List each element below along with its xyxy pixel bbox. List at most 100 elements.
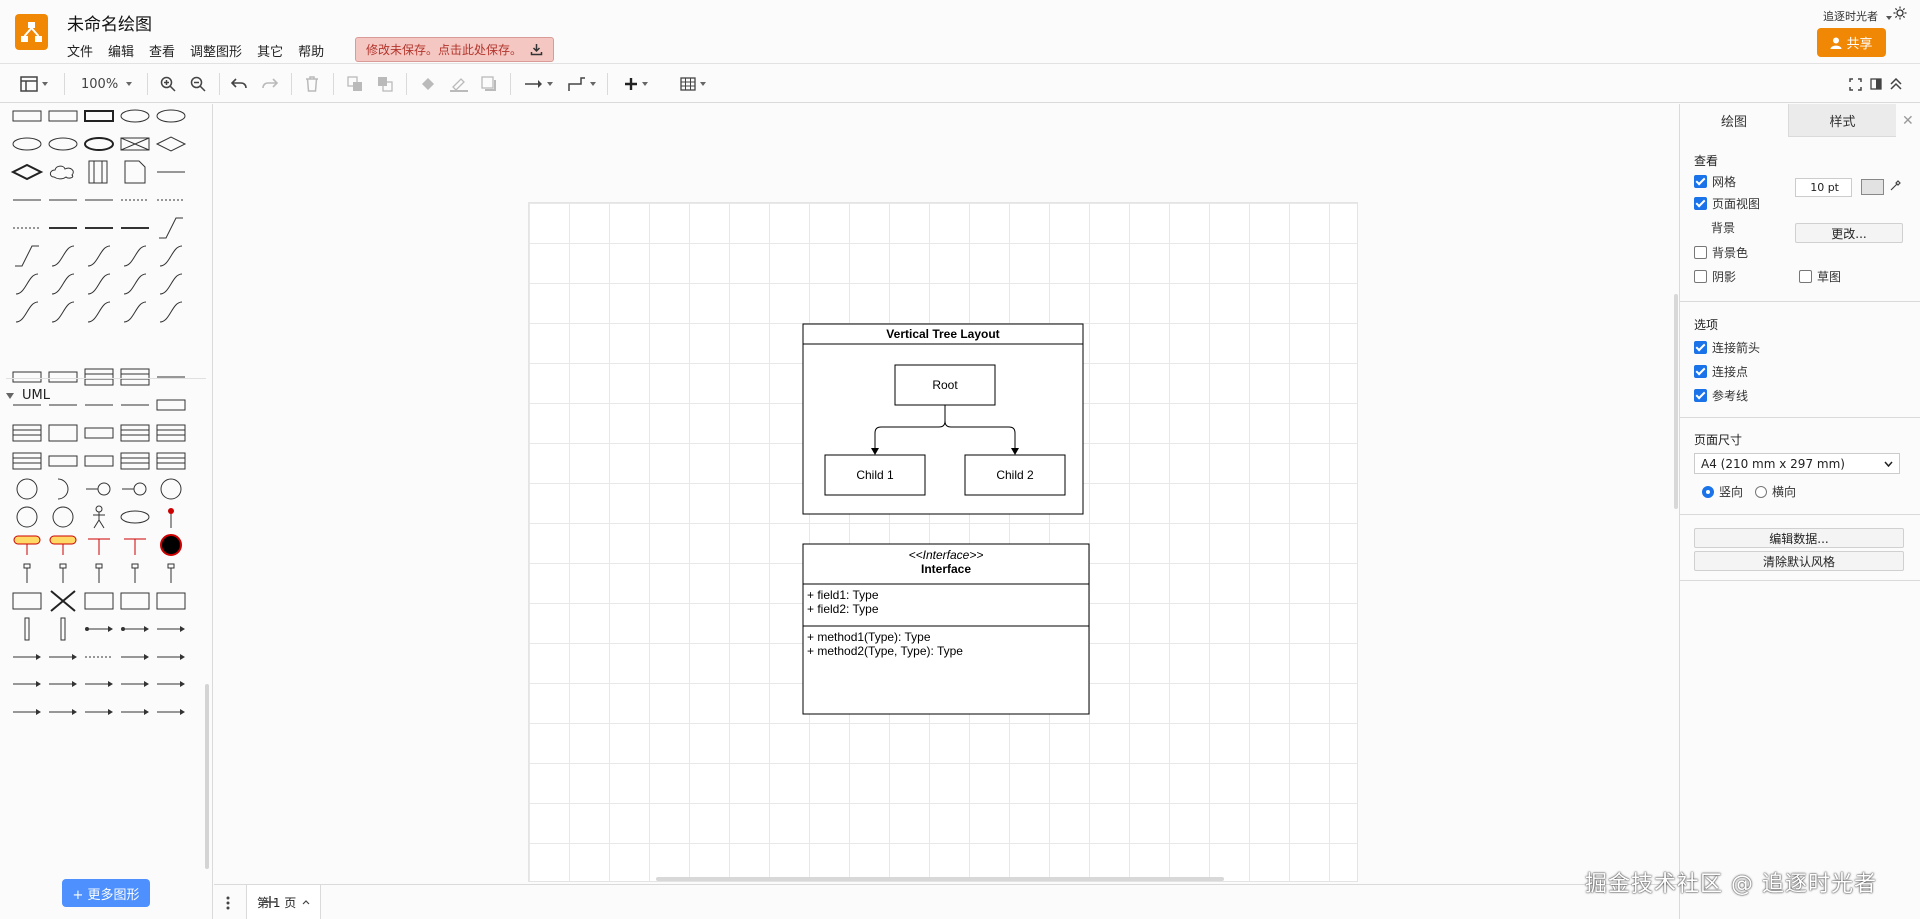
sidebar-shape-table[interactable] — [120, 365, 150, 389]
sidebar-shape-arrow[interactable] — [120, 700, 150, 724]
sidebar-shape-ellx[interactable] — [120, 132, 150, 156]
add-page-button[interactable] — [263, 894, 277, 913]
menu-help[interactable]: 帮助 — [298, 45, 325, 60]
sidebar-shape-slash[interactable] — [156, 272, 186, 296]
child1-node[interactable] — [824, 454, 926, 496]
sidebar-shape-slash[interactable] — [12, 272, 42, 296]
sidebar-shape-frame[interactable] — [48, 421, 78, 445]
sidebar-shape-yellow[interactable] — [12, 533, 42, 557]
shadow-button[interactable] — [481, 74, 497, 94]
sidebar-shape-step[interactable] — [12, 244, 42, 268]
change-background-button[interactable]: 更改... — [1795, 223, 1903, 243]
grid-checkbox[interactable] — [1694, 175, 1707, 188]
sidebar-shape-bar[interactable] — [12, 617, 42, 641]
zoom-in-button[interactable] — [160, 74, 176, 94]
connection-arrows-toggle[interactable]: 连接箭头 — [1694, 339, 1760, 356]
menu-edit[interactable]: 编辑 — [108, 45, 135, 60]
interface-class[interactable] — [802, 543, 1090, 715]
tab-style[interactable]: 样式 — [1788, 104, 1896, 137]
to-front-button[interactable] — [347, 74, 363, 94]
clear-default-style-button[interactable]: 清除默认风格 — [1694, 551, 1904, 571]
horizontal-scrollbar[interactable] — [656, 877, 1224, 881]
sidebar-shape-cross[interactable] — [48, 589, 78, 613]
zoom-select[interactable]: 100% — [81, 74, 133, 94]
fullscreen-button[interactable] — [1849, 74, 1862, 94]
grid-toggle[interactable]: 网格 — [1694, 173, 1736, 190]
sidebar-shape-doc[interactable] — [120, 160, 150, 184]
menu-file[interactable]: 文件 — [67, 45, 94, 60]
sidebar-shape-line[interactable] — [84, 188, 114, 212]
sidebar-shape-rect[interactable] — [48, 365, 78, 389]
sidebar-shape-rect[interactable] — [48, 104, 78, 128]
sidebar-shape-arrow[interactable] — [84, 672, 114, 696]
sidebar-shape-redt[interactable] — [120, 533, 150, 557]
sidebar-shape-pin[interactable] — [156, 561, 186, 585]
child2-node[interactable] — [964, 454, 1066, 496]
background-color-checkbox[interactable] — [1694, 246, 1707, 259]
sidebar-shape-tab[interactable] — [84, 160, 114, 184]
sidebar-shape-ellb[interactable] — [84, 132, 114, 156]
sidebar-shape-arrow[interactable] — [48, 700, 78, 724]
sidebar-shape-circ[interactable] — [12, 477, 42, 501]
sidebar-shape-ell[interactable] — [48, 132, 78, 156]
connection-points-checkbox[interactable] — [1694, 365, 1707, 378]
menu-view[interactable]: 查看 — [149, 45, 176, 60]
connection-points-toggle[interactable]: 连接点 — [1694, 363, 1748, 380]
sidebar-shape-arrow[interactable] — [12, 645, 42, 669]
share-button[interactable]: 共享 — [1817, 28, 1886, 57]
sidebar-shape-line[interactable] — [84, 393, 114, 417]
table-button[interactable] — [680, 74, 706, 94]
page-size-select[interactable]: A4 (210 mm x 297 mm) — [1694, 453, 1900, 474]
sidebar-shape-actor[interactable] — [84, 505, 114, 529]
sidebar-shape-table[interactable] — [84, 365, 114, 389]
sidebar-shape-linedash[interactable] — [12, 216, 42, 240]
sidebar-shape-linedash[interactable] — [156, 188, 186, 212]
sidebar-shape-lined[interactable] — [120, 216, 150, 240]
sidebar-shape-table[interactable] — [156, 421, 186, 445]
sidebar-shape-frame[interactable] — [12, 589, 42, 613]
sidebar-shape-table[interactable] — [120, 421, 150, 445]
fill-color-button[interactable] — [420, 74, 436, 94]
guides-toggle[interactable]: 参考线 — [1694, 387, 1748, 404]
sidebar-scrollbar[interactable] — [205, 684, 209, 869]
insert-button[interactable] — [624, 74, 648, 94]
sidebar-shape-ell[interactable] — [120, 505, 150, 529]
sidebar-shape-line[interactable] — [48, 393, 78, 417]
sidebar-shape-rect[interactable] — [12, 365, 42, 389]
sidebar-shape-redt[interactable] — [84, 533, 114, 557]
shadow-checkbox[interactable] — [1694, 270, 1707, 283]
sidebar-shape-lined[interactable] — [48, 216, 78, 240]
sidebar-shape-arrowd[interactable] — [84, 617, 114, 641]
edit-data-button[interactable]: 编辑数据... — [1694, 528, 1904, 548]
connection-style-button[interactable] — [525, 74, 553, 94]
sidebar-shape-table[interactable] — [156, 449, 186, 473]
page-view-checkbox[interactable] — [1694, 197, 1707, 210]
sidebar-shape-half[interactable] — [48, 477, 78, 501]
unsaved-changes-button[interactable]: 修改未保存。点击此处保存。 — [355, 37, 555, 62]
grid-size-input[interactable]: 10 pt — [1795, 178, 1852, 197]
sidebar-shape-bar[interactable] — [48, 617, 78, 641]
document-title[interactable]: 未命名绘图 — [67, 15, 152, 35]
vertical-scrollbar[interactable] — [1674, 294, 1678, 509]
waypoints-button[interactable] — [568, 74, 596, 94]
sidebar-shape-pin[interactable] — [12, 561, 42, 585]
sidebar-shape-lolly[interactable] — [84, 477, 114, 501]
sidebar-shape-arrow[interactable] — [12, 700, 42, 724]
sidebar-shape-slash[interactable] — [156, 300, 186, 324]
sidebar-shape-slash[interactable] — [84, 300, 114, 324]
sketch-checkbox[interactable] — [1799, 270, 1812, 283]
sidebar-shape-arrowd[interactable] — [120, 617, 150, 641]
sidebar-shape-circ[interactable] — [156, 477, 186, 501]
sidebar-shape-rect[interactable] — [48, 449, 78, 473]
sidebar-shape-rect[interactable] — [84, 449, 114, 473]
sidebar-shape-slash[interactable] — [120, 272, 150, 296]
landscape-radio[interactable] — [1755, 485, 1767, 498]
undo-button[interactable] — [231, 74, 247, 94]
more-shapes-button[interactable]: + 更多图形 — [62, 879, 150, 907]
sidebar-shape-arrow[interactable] — [12, 672, 42, 696]
portrait-radio[interactable] — [1702, 485, 1714, 498]
sidebar-shape-table[interactable] — [120, 449, 150, 473]
sidebar-shape-line[interactable] — [48, 188, 78, 212]
sidebar-shape-line[interactable] — [12, 393, 42, 417]
sidebar-shape-table[interactable] — [12, 449, 42, 473]
